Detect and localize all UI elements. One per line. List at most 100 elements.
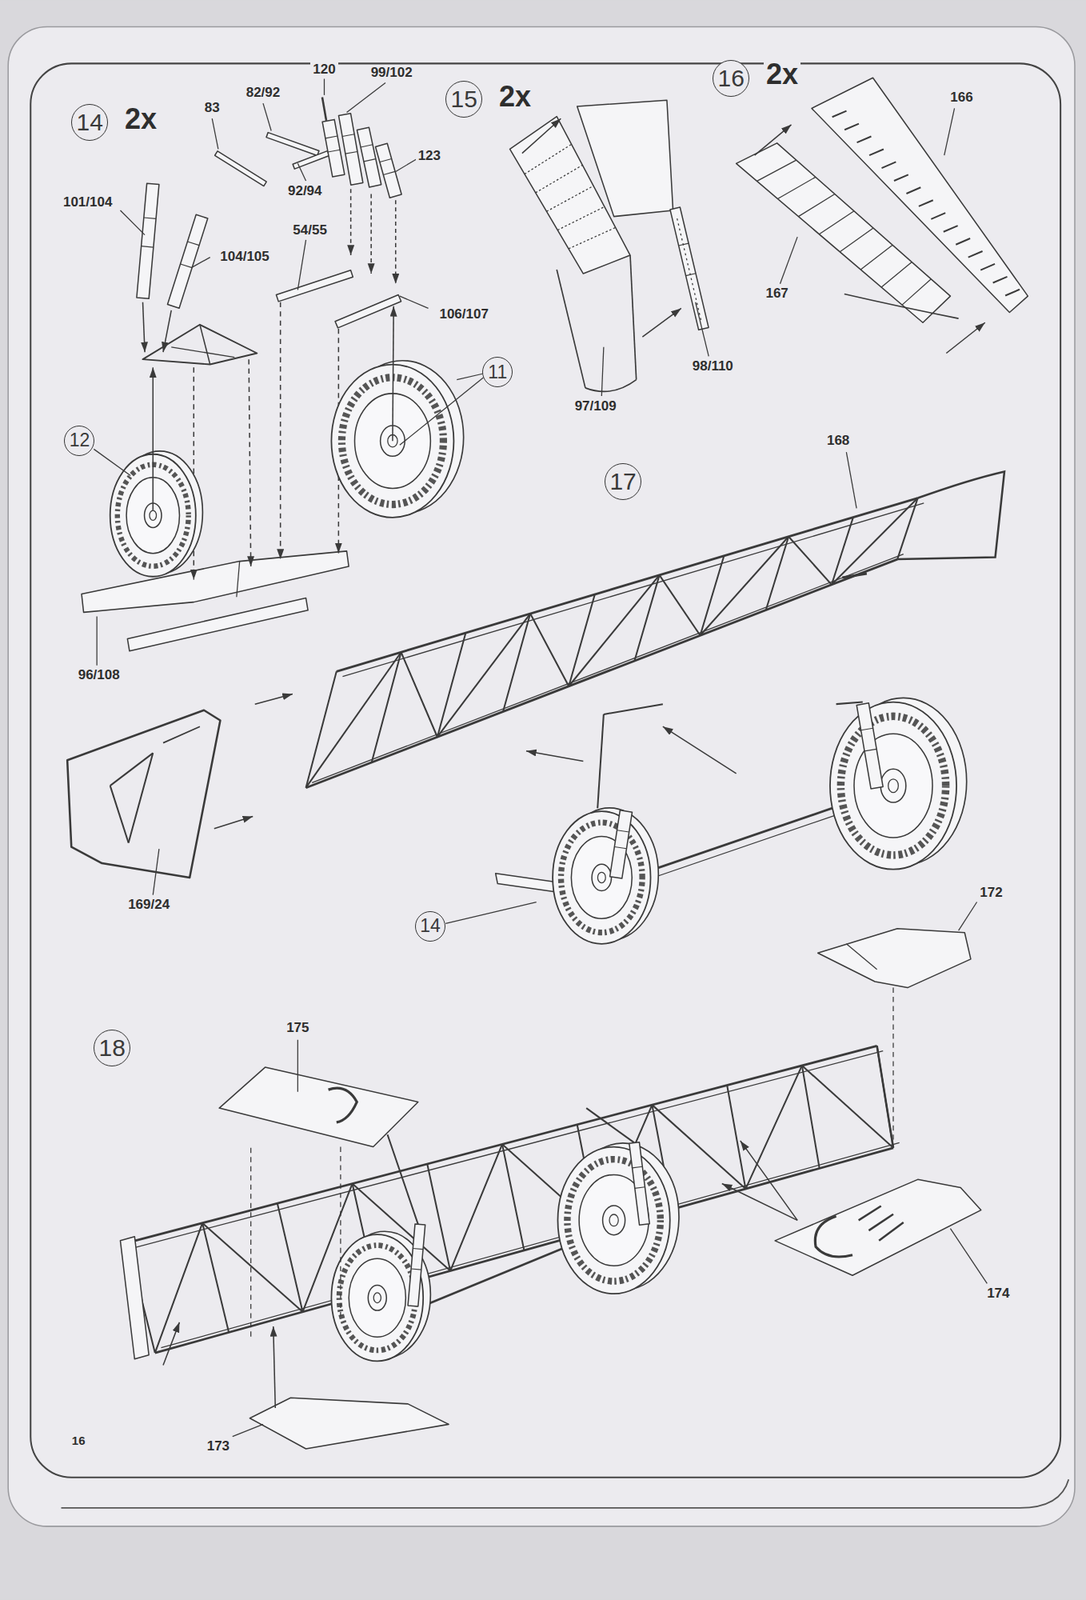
quantity-note: 2x (122, 103, 160, 136)
assembly-arrow (946, 322, 985, 353)
part-outline (610, 810, 633, 879)
part-line (864, 748, 877, 751)
part-line (632, 1165, 643, 1168)
wheel-face (557, 1146, 670, 1294)
leader-line (779, 236, 798, 284)
part-line (568, 594, 595, 687)
part-line (456, 373, 484, 380)
part-line (325, 135, 338, 139)
part-line (379, 158, 392, 162)
part-line (858, 1205, 882, 1220)
leader-line (846, 451, 857, 508)
part-number: 169/24 (125, 896, 172, 913)
part-line (836, 702, 863, 705)
guide-line (892, 987, 894, 1141)
part-number: 96/108 (75, 666, 123, 683)
part-line (163, 726, 200, 743)
part-line (128, 752, 154, 843)
part-line (110, 785, 129, 843)
callout-number-circle: 12 (63, 425, 95, 456)
part-line (700, 555, 725, 635)
leader-line (152, 848, 160, 895)
part-line (955, 238, 971, 245)
part-line (860, 244, 893, 270)
guide-line (250, 1147, 252, 1337)
step-number-circle: 16 (712, 59, 750, 97)
step-number: 14 (76, 110, 104, 135)
part-number: 99/102 (368, 64, 416, 81)
part-line (143, 217, 156, 219)
part-outline (81, 550, 349, 613)
part-line (844, 123, 859, 131)
part-line (766, 536, 789, 611)
part-line (187, 241, 200, 246)
part-line (597, 714, 604, 808)
part-line (980, 263, 995, 271)
leader-line (958, 902, 978, 931)
part-number: 97/109 (572, 398, 619, 415)
part-line (846, 943, 877, 970)
wheel-face (830, 702, 957, 870)
part-line (503, 613, 531, 711)
callout-number-circle: 14 (415, 910, 446, 942)
assembly-arrow (642, 307, 681, 337)
step-number-circle: 14 (71, 103, 108, 141)
part-outline (629, 1141, 650, 1226)
leader-line (95, 615, 97, 665)
part-number: 172 (977, 884, 1005, 901)
part-line (412, 1247, 424, 1249)
part-line (745, 1065, 803, 1189)
part-line (133, 1050, 883, 1248)
wheel-axle-hole (888, 778, 899, 793)
assembly-arrow (143, 302, 146, 352)
assembly-arrow (350, 188, 352, 256)
part-outline (407, 1223, 426, 1306)
part-line (881, 161, 896, 168)
part-outline (856, 702, 883, 789)
part-line (327, 149, 340, 152)
part-line (306, 670, 337, 787)
guide-line (677, 218, 703, 323)
part-outline (356, 127, 381, 188)
part-number: 168 (824, 432, 852, 449)
part-line (634, 574, 659, 661)
part-line (897, 498, 919, 560)
part-number: 106/107 (436, 306, 491, 323)
part-outline (275, 270, 353, 302)
step-number: 17 (609, 469, 636, 494)
part-outline (215, 151, 268, 187)
assembly-arrow (526, 750, 583, 762)
part-number: 54/55 (290, 222, 330, 239)
leader-line (263, 103, 272, 131)
leader-line (297, 1039, 299, 1092)
part-number: 92/94 (285, 183, 325, 200)
step-number-circle: 18 (93, 1029, 131, 1067)
wheel-rim (348, 1257, 406, 1337)
part-outline (136, 183, 160, 299)
part-outline (577, 99, 674, 216)
part-outline (249, 1397, 449, 1449)
part-line (617, 830, 630, 832)
part-line (585, 379, 637, 392)
part-line (918, 199, 934, 207)
part-outline (774, 1178, 982, 1275)
part-line (868, 1213, 894, 1230)
part-outline (143, 324, 258, 365)
wheel-hub (880, 768, 907, 803)
part-line (450, 1143, 503, 1270)
part-line (328, 1087, 358, 1122)
part-line (943, 225, 959, 232)
part-line (556, 269, 586, 388)
part-line (401, 651, 438, 737)
part-line (342, 503, 924, 677)
guide-line (568, 227, 616, 249)
assembly-arrow (722, 1182, 798, 1220)
assembly-arrow (214, 815, 253, 828)
part-number: 167 (762, 285, 791, 302)
part-line (930, 212, 946, 220)
part-number: 120 (310, 61, 338, 78)
leader-line (944, 107, 955, 156)
part-line (897, 471, 1005, 559)
